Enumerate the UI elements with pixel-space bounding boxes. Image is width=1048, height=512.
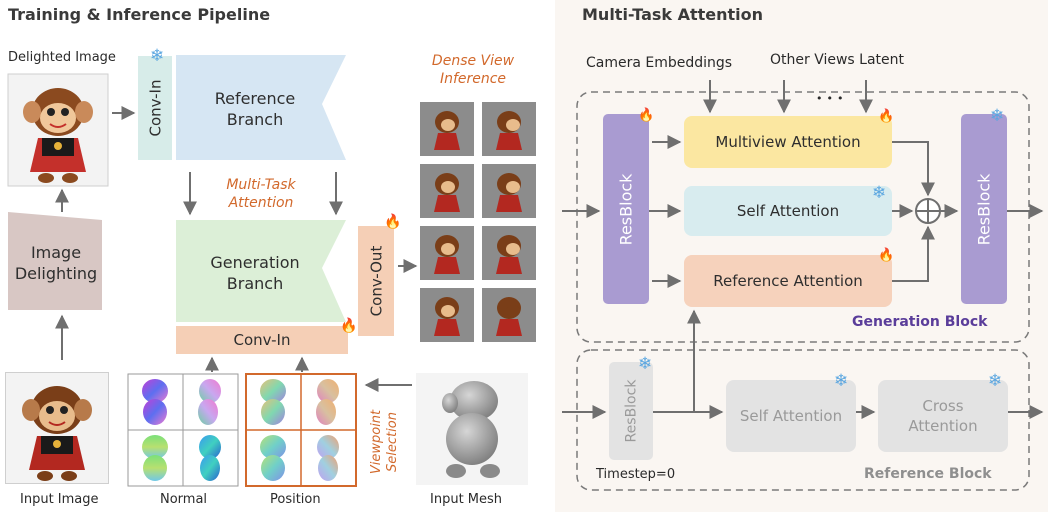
dense-view-thumbnail xyxy=(482,102,536,156)
self-attention-label: Self Attention xyxy=(736,202,840,220)
multiview-attention-box xyxy=(684,116,892,168)
input-monkey-image xyxy=(22,386,92,481)
dense-view-thumbnail xyxy=(482,226,536,280)
self-attention-box xyxy=(684,186,892,236)
flame-icon: 🔥 xyxy=(878,109,895,124)
cross-attention-label: Cross Attention xyxy=(908,397,978,435)
dense-view-thumbnail xyxy=(482,164,536,218)
delighted-image-label: Delighted Image xyxy=(8,50,116,65)
ref-self-attention-box xyxy=(726,380,856,452)
snowflake-icon: ❄ xyxy=(638,354,653,374)
ref-resblock-label: ResBlock xyxy=(623,379,639,443)
generation-block-frame xyxy=(576,91,1030,343)
dense-view-thumbnail xyxy=(420,226,474,280)
conv-in-bottom-box xyxy=(176,326,348,354)
normal-label: Normal xyxy=(160,492,208,507)
input-mesh-image xyxy=(416,373,528,485)
dense-view-inference-label: Dense View Inference xyxy=(431,53,515,87)
snowflake-icon: ❄ xyxy=(150,46,165,66)
reference-block-frame xyxy=(576,349,1030,491)
conv-in-top-box xyxy=(138,56,172,160)
flame-icon: 🔥 xyxy=(638,108,655,123)
flame-icon: 🔥 xyxy=(878,248,895,263)
reference-branch-shape xyxy=(176,55,346,160)
resblock-right-box xyxy=(961,114,1007,304)
snowflake-icon: ❄ xyxy=(990,106,1005,126)
normal-maps xyxy=(142,379,221,481)
flame-icon: 🔥 xyxy=(384,214,402,230)
flame-icon: 🔥 xyxy=(340,318,358,334)
input-mesh-label: Input Mesh xyxy=(430,492,503,507)
camera-embeddings-label: Camera Embeddings xyxy=(586,55,733,71)
generation-branch-label: Generation Branch xyxy=(210,253,300,293)
conv-out-box xyxy=(358,226,394,336)
right-panel-title: Multi-Task Attention xyxy=(582,5,764,24)
dense-view-grid xyxy=(420,102,536,348)
left-panel-title: Training & Inference Pipeline xyxy=(8,5,271,24)
resblock-left-label: ResBlock xyxy=(616,173,636,245)
viewpoint-selection-label: Viewpoint Selection xyxy=(369,409,401,475)
resblock-right-label: ResBlock xyxy=(974,173,994,245)
snowflake-icon: ❄ xyxy=(872,183,887,203)
input-image-label: Input Image xyxy=(20,492,99,507)
snowflake-icon: ❄ xyxy=(988,371,1003,391)
resblock-left-box xyxy=(603,114,649,304)
ellipsis-label: ••• xyxy=(816,92,848,105)
reference-attention-label: Reference Attention xyxy=(713,272,863,290)
ref-resblock-box xyxy=(609,362,653,460)
dense-view-thumbnail xyxy=(420,164,474,218)
other-views-latent-label: Other Views Latent xyxy=(770,52,905,68)
delighted-monkey-image xyxy=(23,88,93,183)
cross-attention-box xyxy=(878,380,1008,452)
dense-view-thumbnail xyxy=(420,288,474,342)
ref-self-attention-label: Self Attention xyxy=(739,407,843,425)
position-maps xyxy=(260,379,339,481)
snowflake-icon: ❄ xyxy=(834,371,849,391)
conv-in-bottom-label: Conv-In xyxy=(233,331,291,349)
reference-attention-box xyxy=(684,255,892,307)
position-label: Position xyxy=(270,492,321,507)
dense-view-thumbnail xyxy=(420,102,474,156)
multitask-attention-label: Multi-Task Attention xyxy=(226,177,296,211)
timestep-label: Timestep=0 xyxy=(596,467,676,482)
reference-branch-label: Reference Branch xyxy=(214,89,296,129)
conv-in-top-label: Conv-In xyxy=(146,79,165,137)
dense-view-thumbnail xyxy=(482,288,536,342)
image-delighting-shape xyxy=(8,212,102,310)
conv-out-label: Conv-Out xyxy=(367,245,386,317)
generation-branch-shape xyxy=(176,220,346,322)
generation-block-label: Generation Block xyxy=(852,314,988,330)
image-delighting-label: Image Delighting xyxy=(14,243,98,283)
reference-block-label: Reference Block xyxy=(864,466,992,482)
multiview-attention-label: Multiview Attention xyxy=(715,133,861,151)
